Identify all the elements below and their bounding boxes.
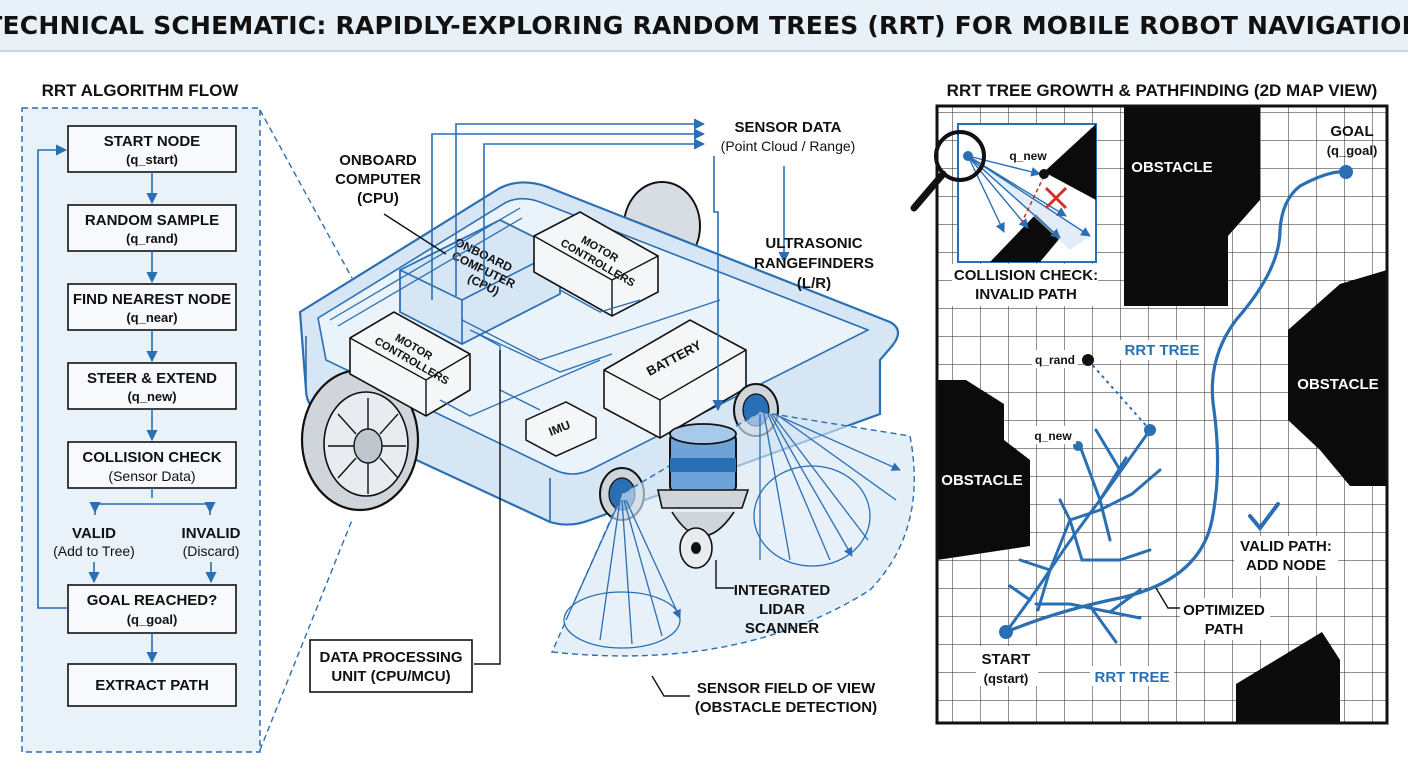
sensor-data-label: SENSOR DATA xyxy=(735,119,842,136)
motor-controllers-top: MOTOR CONTROLLERS xyxy=(533,211,659,317)
svg-text:COLLISION CHECK: COLLISION CHECK xyxy=(82,449,221,466)
collision-inset: q_new xyxy=(957,123,1097,263)
robot-illustration: ONBOARD COMPUTER (CPU) MOTOR CONTROLLERS… xyxy=(298,118,915,716)
checkmark-icon xyxy=(1248,502,1280,532)
lidar-label-2: LIDAR xyxy=(759,601,805,618)
ultrasonic-label-3: (L/R) xyxy=(797,275,831,292)
svg-text:(q_near): (q_near) xyxy=(126,310,177,325)
svg-text:STEER & EXTEND: STEER & EXTEND xyxy=(87,370,217,387)
wiring-traces xyxy=(329,207,721,417)
collision-label-2: INVALID PATH xyxy=(975,286,1077,303)
ultrasonic-label-2: RANGEFINDERS xyxy=(754,255,874,272)
rrt-tree-label-bottom: RRT TREE xyxy=(1095,669,1170,686)
goal-node xyxy=(1339,165,1353,179)
lidar-label-1: INTEGRATED xyxy=(734,582,831,599)
collision-label-1: COLLISION CHECK: xyxy=(954,267,1098,284)
obstacle-bottom xyxy=(1236,632,1340,723)
obstacle-right xyxy=(1288,270,1387,486)
valid-path-label-2: ADD NODE xyxy=(1246,557,1326,574)
battery-block: BATTERY xyxy=(603,319,747,439)
flow-box-start: START NODE (q_start) xyxy=(67,125,237,173)
svg-text:FIND NEAREST NODE: FIND NEAREST NODE xyxy=(73,291,231,308)
svg-text:(q_goal): (q_goal) xyxy=(127,612,178,627)
fov-label-2: (OBSTACLE DETECTION) xyxy=(695,699,877,716)
start-label-2: (qstart) xyxy=(984,671,1029,686)
title-bar: TECHNICAL SCHEMATIC: RAPIDLY-EXPLORING R… xyxy=(0,0,1408,52)
optimized-path xyxy=(1005,170,1347,634)
flow-invalid-sub: (Discard) xyxy=(183,543,240,559)
qrand-node xyxy=(1082,354,1094,366)
flow-box-extract-path: EXTRACT PATH xyxy=(67,663,237,707)
start-label-1: START xyxy=(982,651,1031,668)
flow-box-find-nearest: FIND NEAREST NODE (q_near) xyxy=(67,283,237,331)
onboard-callout-1: ONBOARD xyxy=(339,152,417,169)
qnew-label: q_new xyxy=(1034,429,1072,443)
optimized-label-1: OPTIMIZED xyxy=(1183,602,1265,619)
dpu-box xyxy=(309,639,473,693)
map-border xyxy=(935,104,1389,725)
goal-label-2: (q_goal) xyxy=(1327,143,1378,158)
qnew-node xyxy=(1144,424,1156,436)
optimized-label-2: PATH xyxy=(1205,621,1244,638)
goal-label-1: GOAL xyxy=(1330,123,1373,140)
obstacle-left xyxy=(937,380,1030,560)
lidar-scanner xyxy=(657,423,750,569)
svg-text:RANDOM SAMPLE: RANDOM SAMPLE xyxy=(85,212,219,229)
valid-path-label-1: VALID PATH: xyxy=(1240,538,1332,555)
svg-text:EXTRACT PATH: EXTRACT PATH xyxy=(95,677,209,694)
qrand-label: q_rand xyxy=(1035,353,1075,367)
map-panel: RRT TREE GROWTH & PATHFINDING (2D MAP VI… xyxy=(910,81,1389,725)
algorithm-flow-panel: RRT ALGORITHM FLOW START NODE (q_start) … xyxy=(21,81,353,753)
rrt-tree xyxy=(1004,428,1162,644)
svg-text:(q_new): (q_new) xyxy=(127,389,176,404)
right-sensor-cone xyxy=(753,413,900,567)
obstacle-label-left: OBSTACLE xyxy=(941,472,1022,489)
page-title: TECHNICAL SCHEMATIC: RAPIDLY-EXPLORING R… xyxy=(0,10,1408,40)
dpu-label-1: DATA PROCESSING xyxy=(319,649,462,666)
imu-block: IMU xyxy=(525,401,597,457)
svg-text:(Sensor Data): (Sensor Data) xyxy=(108,468,195,484)
flow-invalid: INVALID xyxy=(182,525,241,542)
map-heading: RRT TREE GROWTH & PATHFINDING (2D MAP VI… xyxy=(947,81,1378,100)
fov-label-1: SENSOR FIELD OF VIEW xyxy=(697,680,876,697)
inset-qnew: q_new xyxy=(1009,149,1047,163)
sensor-data-sub: (Point Cloud / Range) xyxy=(721,138,856,154)
lidar-label-3: SCANNER xyxy=(745,620,819,637)
obstacle-label-right: OBSTACLE xyxy=(1297,376,1378,393)
obstacle-top xyxy=(1124,106,1260,306)
wheel-icon xyxy=(300,368,420,512)
onboard-callout-2: COMPUTER xyxy=(335,171,421,188)
onboard-callout-3: (CPU) xyxy=(357,190,399,207)
motor-controllers-left: MOTOR CONTROLLERS xyxy=(349,311,471,417)
flow-box-goal-reached: GOAL REACHED? (q_goal) xyxy=(67,584,237,634)
rrt-tree-label: RRT TREE xyxy=(1125,342,1200,359)
svg-text:GOAL REACHED?: GOAL REACHED? xyxy=(87,592,218,609)
flow-box-steer-extend: STEER & EXTEND (q_new) xyxy=(67,362,237,410)
flow-valid-sub: (Add to Tree) xyxy=(53,543,135,559)
flow-heading: RRT ALGORITHM FLOW xyxy=(42,81,240,100)
start-node xyxy=(999,625,1013,639)
obstacle-label-top: OBSTACLE xyxy=(1131,159,1212,176)
flow-valid: VALID xyxy=(72,525,116,542)
svg-text:(q_rand): (q_rand) xyxy=(126,231,178,246)
svg-text:(q_start): (q_start) xyxy=(126,152,178,167)
svg-text:START NODE: START NODE xyxy=(104,133,200,150)
flow-box-collision-check: COLLISION CHECK (Sensor Data) xyxy=(67,441,237,489)
dpu-label-2: UNIT (CPU/MCU) xyxy=(331,668,450,685)
ultrasonic-label-1: ULTRASONIC xyxy=(765,235,862,252)
left-sensor-cone xyxy=(563,499,680,649)
flow-box-random-sample: RANDOM SAMPLE (q_rand) xyxy=(67,204,237,252)
